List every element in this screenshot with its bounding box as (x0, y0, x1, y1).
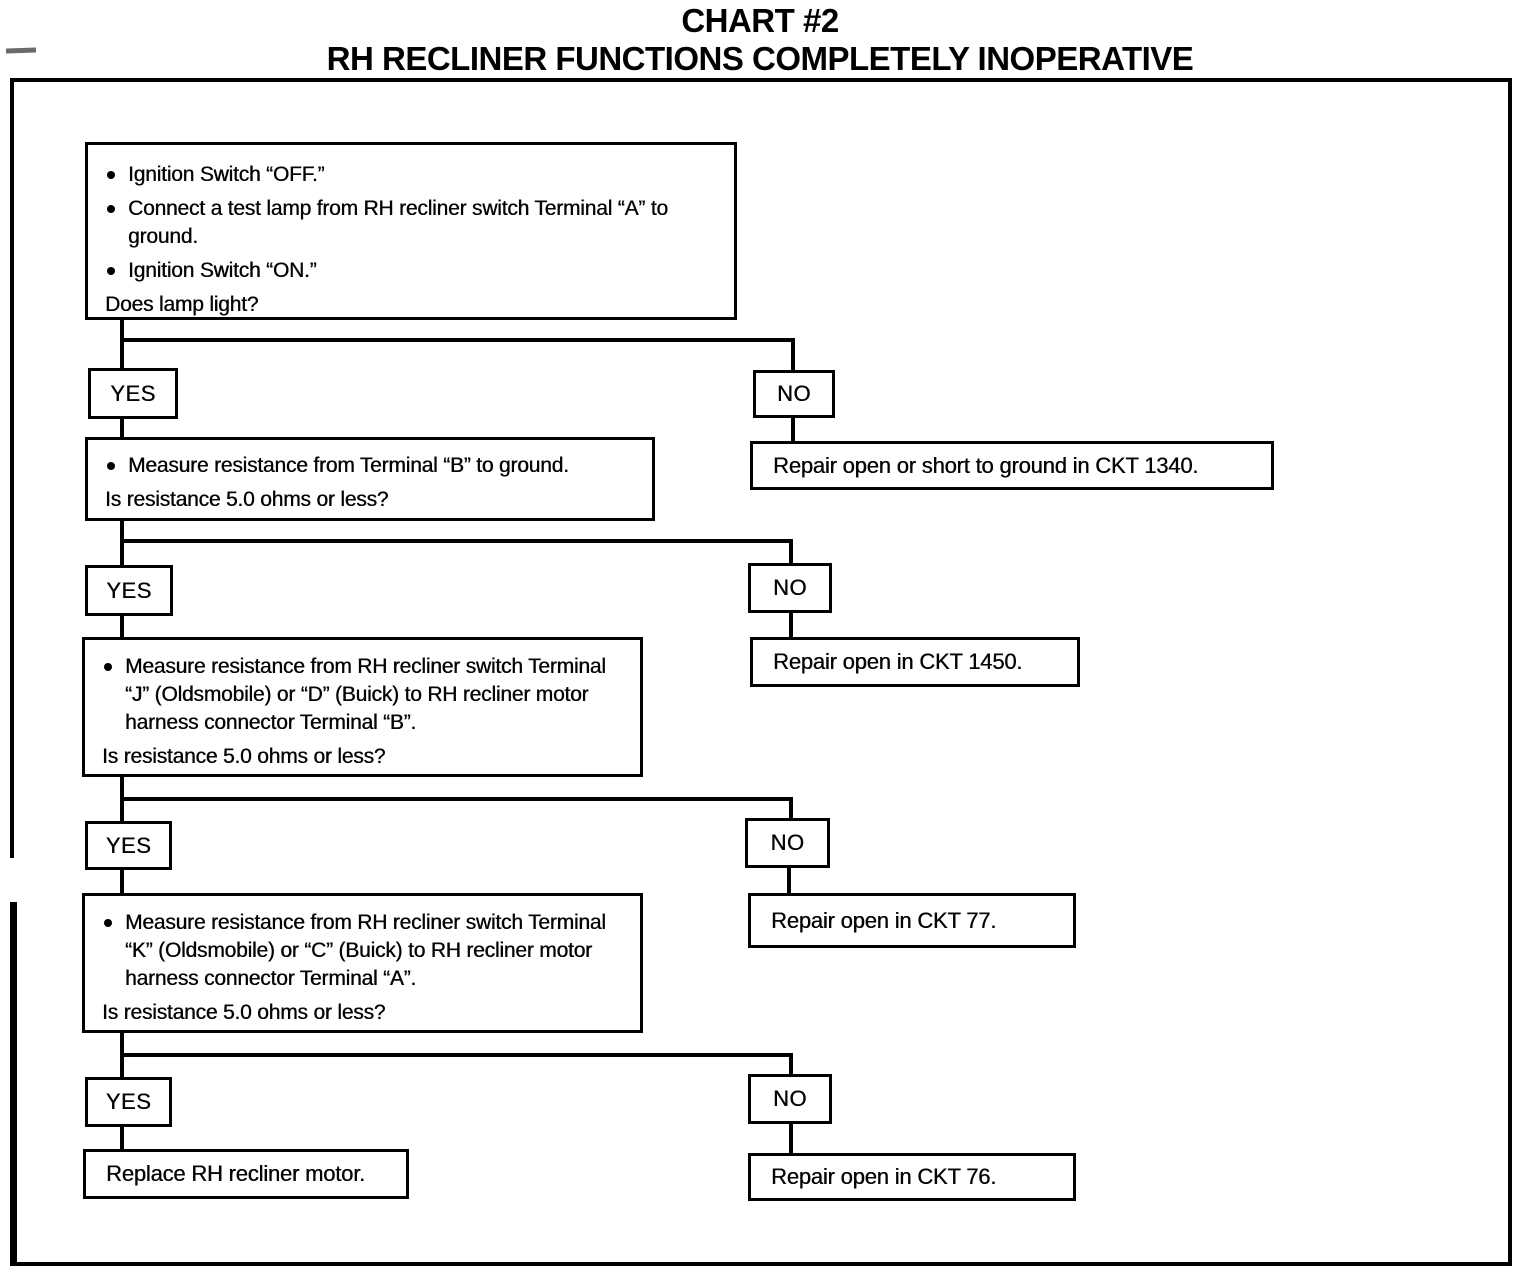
step-1-box: Ignition Switch “OFF.” Connect a test la… (85, 142, 737, 320)
no-action-box: Repair open or short to ground in CKT 13… (750, 441, 1274, 490)
yes-box: YES (85, 821, 172, 870)
connector-line (120, 616, 124, 640)
flowchart-border (10, 78, 1512, 1266)
no-action-box: Repair open in CKT 1450. (750, 637, 1080, 687)
connector-line (120, 797, 793, 801)
scan-artifact (8, 858, 20, 906)
step-2-box: Measure resistance from Terminal “B” to … (85, 437, 655, 521)
chart-subject-title: RH RECLINER FUNCTIONS COMPLETELY INOPERA… (326, 40, 1194, 77)
bullet-icon (104, 919, 112, 927)
bullet-item: Connect a test lamp from RH recliner swi… (88, 195, 734, 251)
no-box: NO (745, 818, 830, 868)
connector-line (789, 539, 793, 566)
connector-line (791, 418, 795, 444)
connector-line (787, 868, 791, 896)
no-box: NO (748, 1074, 832, 1124)
bullet-item: Ignition Switch “OFF.” (88, 161, 734, 189)
bullet-icon (107, 205, 115, 213)
yes-box: YES (85, 1077, 172, 1127)
question-text: Is resistance 5.0 ohms or less? (102, 745, 386, 768)
scan-artifact (10, 902, 17, 1266)
bullet-text: Ignition Switch “OFF.” (128, 163, 325, 186)
question-text: Is resistance 5.0 ohms or less? (102, 1001, 386, 1024)
connector-line (789, 1053, 793, 1077)
step-3-box: Measure resistance from RH recliner swit… (82, 637, 643, 777)
connector-line (120, 338, 795, 342)
bullet-item: Measure resistance from RH recliner swit… (85, 653, 640, 737)
yes-final-action-box: Replace RH recliner motor. (83, 1149, 409, 1199)
bullet-item: Ignition Switch “ON.” (88, 257, 734, 285)
bullet-text: Ignition Switch “ON.” (128, 259, 317, 282)
bullet-icon (107, 171, 115, 179)
connector-line (120, 539, 793, 543)
step-4-box: Measure resistance from RH recliner swit… (82, 893, 643, 1033)
connector-line (791, 338, 795, 373)
no-box: NO (748, 563, 832, 613)
bullet-item: Measure resistance from RH recliner swit… (85, 909, 640, 993)
question-text: Does lamp light? (105, 293, 259, 316)
bullet-text: Measure resistance from RH recliner swit… (125, 911, 606, 990)
connector-line (789, 1124, 793, 1156)
connector-line (120, 1053, 793, 1057)
connector-line (120, 419, 124, 440)
connector-line (120, 870, 124, 896)
connector-line (120, 320, 124, 370)
bullet-item: Measure resistance from Terminal “B” to … (88, 452, 652, 480)
no-action-box: Repair open in CKT 76. (748, 1153, 1076, 1201)
bullet-icon (107, 267, 115, 275)
no-box: NO (753, 370, 835, 418)
connector-line (789, 613, 793, 640)
connector-line (120, 521, 124, 568)
yes-box: YES (88, 368, 178, 419)
no-action-box: Repair open in CKT 77. (748, 893, 1076, 948)
scan-artifact (5, 47, 37, 54)
bullet-text: Measure resistance from RH recliner swit… (125, 655, 606, 734)
chart-number-title: CHART #2 (681, 2, 839, 39)
bullet-text: Measure resistance from Terminal “B” to … (128, 454, 569, 477)
connector-line (120, 1127, 124, 1152)
bullet-icon (104, 663, 112, 671)
bullet-icon (107, 462, 115, 470)
connector-line (789, 797, 793, 821)
yes-box: YES (85, 565, 173, 616)
question-text: Is resistance 5.0 ohms or less? (105, 488, 389, 511)
bullet-text: Connect a test lamp from RH recliner swi… (128, 197, 668, 248)
